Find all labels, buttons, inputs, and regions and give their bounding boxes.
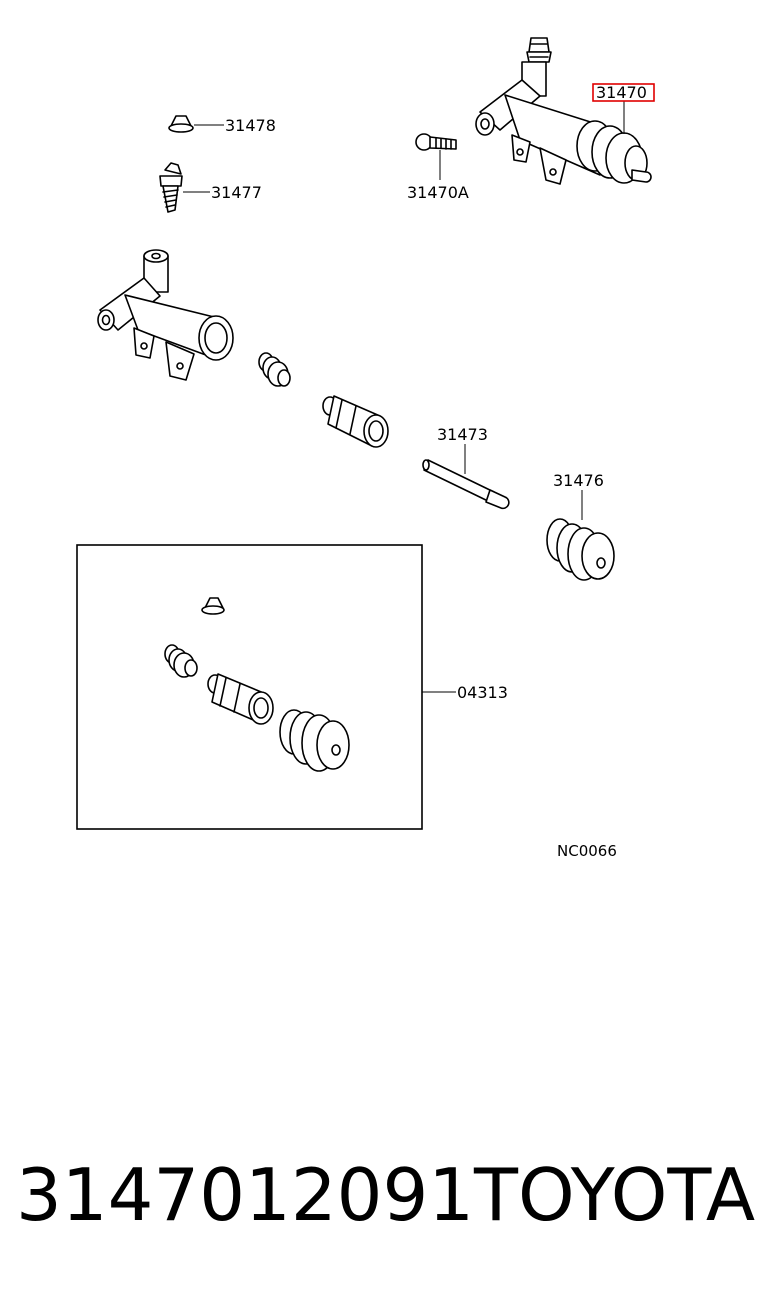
figure-code: NC0066 <box>557 842 617 860</box>
piston-drawing <box>322 395 389 448</box>
kit-contents-drawing <box>164 597 350 772</box>
label-31470: 31470 <box>596 83 647 102</box>
brand-name: TOYOTA <box>473 1153 755 1237</box>
bleeder-screw-drawing <box>159 162 183 213</box>
label-04313: 04313 <box>457 683 508 702</box>
cap-drawing <box>168 115 194 133</box>
bleeder-plug-drawing <box>415 133 457 151</box>
label-31477: 31477 <box>211 183 262 202</box>
push-rod-drawing <box>422 459 510 510</box>
label-31478: 31478 <box>225 116 276 135</box>
boot-drawing <box>546 518 615 581</box>
cup-drawing <box>258 352 291 387</box>
label-31476: 31476 <box>553 471 604 490</box>
cylinder-body-drawing <box>97 249 234 381</box>
kit-box <box>76 544 423 830</box>
label-31473: 31473 <box>437 425 488 444</box>
part-number: 3147012091 <box>16 1153 474 1237</box>
release-cylinder-assembly-drawing <box>475 37 652 185</box>
highlight-box-31470 <box>592 83 655 102</box>
label-31470A: 31470A <box>407 183 469 202</box>
